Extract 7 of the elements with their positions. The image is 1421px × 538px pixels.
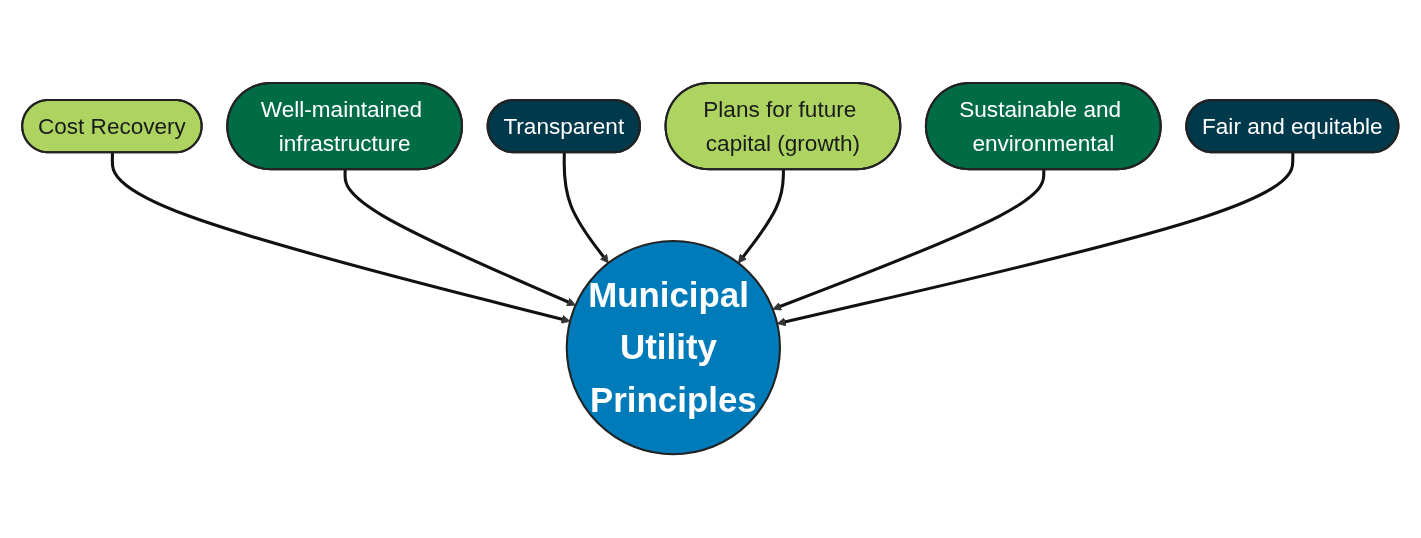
node-circle: Municipal Utility Principles [565, 240, 782, 456]
arrow [738, 170, 786, 264]
arrow [777, 153, 1295, 327]
arrow [343, 170, 577, 307]
arrow [772, 170, 1046, 311]
arrow [562, 153, 609, 264]
arrow [111, 153, 571, 325]
